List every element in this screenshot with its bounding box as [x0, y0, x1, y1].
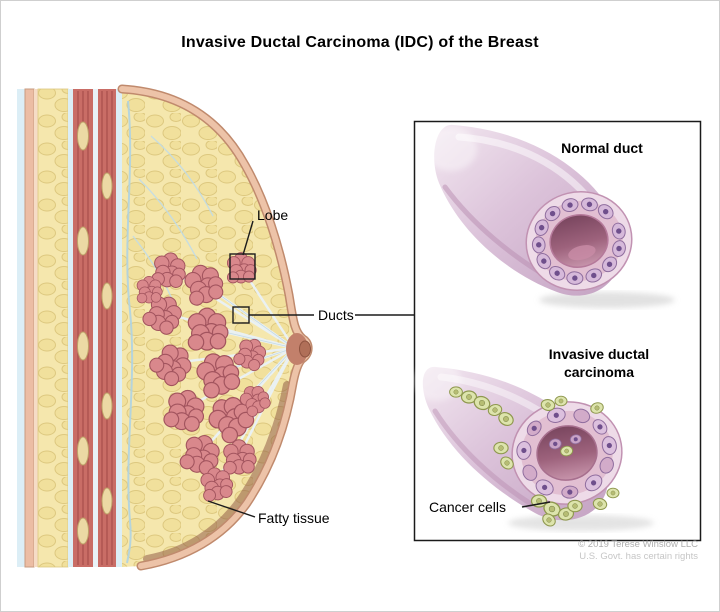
lobe-marker-box: [229, 253, 256, 280]
idc-label-line1: Invasive ductal: [548, 346, 650, 362]
nipple: [286, 333, 311, 365]
normal-duct-illustration: [425, 124, 675, 308]
cancer-cells-label: Cancer cells: [429, 499, 507, 515]
lobe-pointer-line: [242, 220, 254, 256]
lobe-label: Lobe: [257, 207, 289, 223]
copyright-credit: © 2019 Terese Winslow LLC U.S. Govt. has…: [578, 539, 698, 563]
normal-duct-label: Normal duct: [561, 140, 643, 156]
idc-illustration: [413, 361, 654, 531]
ducts-label: Ducts: [318, 307, 354, 323]
fatty-tissue-label: Fatty tissue: [258, 510, 330, 526]
chest-wall-layers: [17, 88, 122, 568]
credit-line2: U.S. Govt. has certain rights: [579, 551, 698, 562]
fatty-tissue-pointer-line: [207, 500, 256, 518]
blood-vessel: [126, 100, 134, 564]
breast-cross-section: [117, 84, 313, 571]
pointer-lines: [207, 220, 551, 518]
idc-label: Invasive ductal carcinoma: [516, 345, 682, 381]
page-title: Invasive Ductal Carcinoma (IDC) of the B…: [181, 34, 539, 51]
credit-line1: © 2019 Terese Winslow LLC: [578, 539, 698, 550]
idc-label-line2: carcinoma: [563, 364, 635, 380]
cancer-cells-pointer-line: [521, 501, 551, 508]
